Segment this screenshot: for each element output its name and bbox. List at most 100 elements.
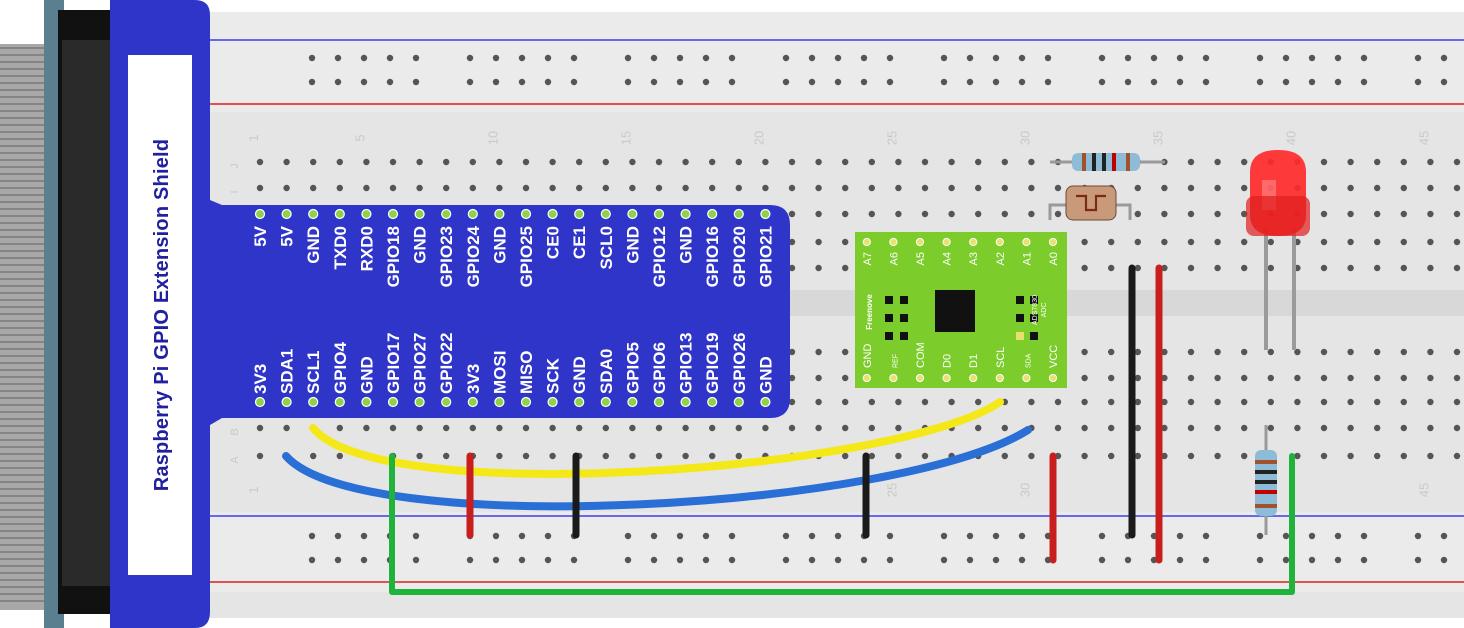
rail-hole	[966, 78, 974, 86]
adc-top-pin-label: A6	[888, 252, 900, 265]
breadboard-hole	[522, 184, 530, 192]
breadboard-hole	[1214, 158, 1221, 166]
rail-hole	[334, 532, 342, 540]
adc-top-pin-label: A4	[942, 252, 954, 265]
breadboard-hole	[602, 424, 609, 432]
shield-top-pin-label: GPIO20	[730, 226, 749, 287]
breadboard-hole	[1187, 348, 1195, 356]
breadboard-hole	[921, 158, 929, 166]
breadboard-hole	[443, 184, 450, 192]
breadboard-hole	[1108, 348, 1115, 356]
rail-hole	[886, 532, 894, 540]
breadboard-hole	[1001, 184, 1008, 192]
breadboard-hole	[1187, 184, 1195, 192]
breadboard-hole	[283, 184, 290, 192]
breadboard-hole	[1028, 158, 1035, 166]
rail-hole	[412, 78, 420, 86]
rail-hole	[676, 78, 684, 86]
rail-hole	[544, 532, 552, 540]
column-number: 45	[1416, 131, 1431, 145]
breadboard-hole	[682, 452, 689, 460]
shield-top-pin-label: GPIO16	[703, 226, 722, 287]
rail-hole	[1334, 556, 1342, 564]
breadboard-hole	[921, 184, 929, 192]
rail-hole	[1044, 78, 1052, 86]
breadboard-hole	[815, 348, 822, 356]
rail-hole	[1124, 54, 1132, 62]
breadboard-hole	[1453, 238, 1461, 246]
rail-hole	[808, 54, 816, 62]
breadboard-hole	[1453, 348, 1461, 356]
breadboard-hole	[416, 158, 423, 166]
rail-hole	[860, 78, 868, 86]
shield-bottom-pin-label: 3V3	[464, 364, 483, 394]
breadboard-hole	[1161, 374, 1168, 382]
rail-hole	[966, 556, 974, 564]
breadboard-hole	[1134, 210, 1142, 218]
rail-hole	[308, 556, 316, 564]
shield-bottom-pin-label: GPIO4	[331, 341, 350, 394]
breadboard-hole	[1400, 264, 1408, 272]
breadboard-hole	[1108, 398, 1115, 406]
rail-hole	[1414, 78, 1422, 86]
breadboard-hole	[815, 264, 822, 272]
breadboard-hole	[1187, 452, 1195, 460]
breadboard-hole	[1320, 452, 1328, 460]
breadboard-hole	[496, 158, 503, 166]
rail-hole	[360, 54, 368, 62]
breadboard-hole	[1214, 424, 1221, 432]
breadboard-hole	[1241, 238, 1248, 246]
shield-bottom-pin-label: GPIO17	[384, 333, 403, 394]
photoresistor	[1048, 185, 1132, 221]
breadboard-hole	[336, 424, 343, 432]
rail-hole	[1202, 78, 1210, 86]
breadboard-hole	[1241, 374, 1248, 382]
breadboard-hole	[868, 184, 875, 192]
breadboard-hole	[1054, 210, 1062, 218]
breadboard-hole	[655, 158, 663, 166]
breadboard-hole	[256, 158, 264, 166]
shield-bottom-pin-label: GPIO13	[677, 333, 696, 394]
rail-hole	[1098, 556, 1106, 564]
adc-top-pin-label: A7	[862, 252, 874, 265]
breadboard-hole	[1427, 158, 1434, 166]
rail-hole	[1256, 532, 1264, 540]
breadboard-hole	[895, 452, 902, 460]
adc-bottom-pin-label: REF	[892, 354, 899, 368]
rail-hole	[808, 78, 816, 86]
rail-hole	[966, 54, 974, 62]
breadboard-hole	[336, 184, 343, 192]
breadboard-hole	[522, 452, 530, 460]
adc-top-pin-label: A2	[995, 252, 1007, 265]
breadboard-hole	[549, 424, 556, 432]
breadboard-hole	[1214, 398, 1221, 406]
breadboard-hole	[1001, 424, 1008, 432]
breadboard-hole	[1374, 210, 1381, 218]
ribbon-cable	[0, 0, 118, 628]
breadboard-hole	[416, 452, 423, 460]
breadboard-hole	[496, 184, 503, 192]
shield-bottom-pin-label: SCK	[544, 357, 563, 394]
breadboard-hole	[389, 424, 397, 432]
shield-top-pin-label: GND	[623, 226, 642, 264]
breadboard-hole	[1267, 424, 1275, 432]
rail-hole	[650, 54, 658, 62]
breadboard-hole	[283, 424, 290, 432]
column-number: 25	[884, 483, 899, 497]
rail-hole	[1124, 78, 1132, 86]
shield-top-pin-label: RXD0	[357, 226, 376, 271]
shield-top-pin-label: GND	[411, 226, 430, 264]
rail-hole	[1282, 78, 1290, 86]
rail-hole	[1098, 54, 1106, 62]
breadboard-hole	[1320, 238, 1328, 246]
rail-hole	[1202, 54, 1210, 62]
breadboard-hole	[1108, 238, 1115, 246]
breadboard-hole	[1267, 264, 1275, 272]
breadboard-hole	[975, 158, 982, 166]
wire-green-gpio17	[389, 453, 1295, 595]
rail-hole	[702, 556, 710, 564]
breadboard-hole	[576, 184, 583, 192]
rail-hole	[992, 54, 1000, 62]
